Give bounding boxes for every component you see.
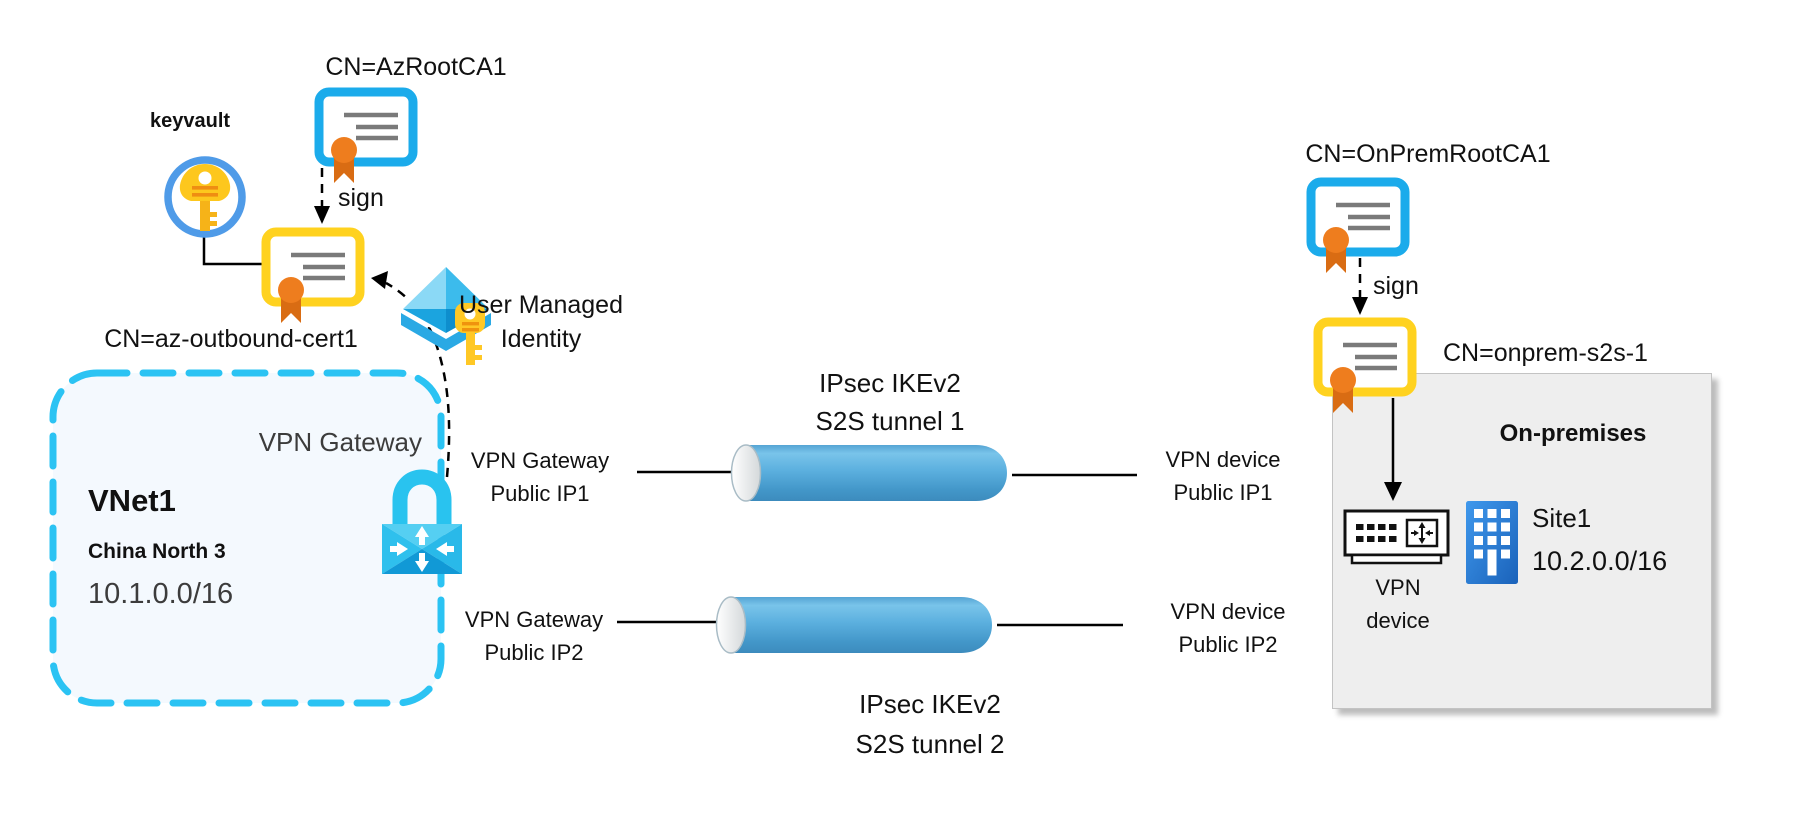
onprem-root-ca-cert-label: CN=OnPremRootCA1 — [1305, 140, 1551, 168]
vnet-address-space: 10.1.0.0/16 — [88, 578, 234, 610]
gateway-public-ip1-label: VPN Gateway Public IP1 — [471, 444, 609, 510]
vnet-gateway-label: VPN Gateway — [258, 427, 422, 457]
tunnel1-line2: S2S tunnel 1 — [815, 406, 965, 436]
device-public-ip2-label: VPN device Public IP2 — [1171, 595, 1286, 661]
az-sign-label: sign — [338, 184, 384, 212]
onprem-s2s-certificate-icon — [1313, 317, 1417, 413]
gateway-ip2-line2: Public IP2 — [484, 640, 584, 665]
az-outbound-cert-label: CN=az-outbound-cert1 — [104, 325, 358, 353]
umi-label-line2: Identity — [500, 325, 582, 353]
keyvault-icon — [164, 156, 246, 238]
device-ip1-line2: Public IP1 — [1173, 480, 1273, 505]
tunnel2-line1: IPsec IKEv2 — [859, 689, 1001, 719]
onprem-sign-label: sign — [1373, 272, 1419, 300]
device-ip2-line1: VPN device — [1170, 599, 1286, 624]
s2s-tunnel-2-icon — [715, 596, 992, 654]
onprem-s2s-cert-label: CN=onprem-s2s-1 — [1443, 339, 1648, 367]
vnet-name: VNet1 — [88, 483, 176, 518]
tunnel1-label: IPsec IKEv2 S2S tunnel 1 — [816, 364, 965, 440]
device-ip1-line1: VPN device — [1165, 447, 1281, 472]
vpn-device-icon — [1343, 509, 1450, 565]
gateway-ip1-line2: Public IP1 — [490, 481, 590, 506]
device-public-ip1-label: VPN device Public IP1 — [1166, 443, 1281, 509]
vpn-device-line1: VPN — [1375, 575, 1421, 600]
user-managed-identity-label: User Managed Identity — [459, 288, 623, 356]
vpn-gateway-icon — [382, 469, 462, 574]
gateway-ip1-line1: VPN Gateway — [470, 448, 610, 473]
keyvault-label: keyvault — [150, 110, 231, 132]
az-sign-arrowhead — [314, 206, 330, 224]
gateway-public-ip2-label: VPN Gateway Public IP2 — [465, 603, 603, 669]
device-ip2-line2: Public IP2 — [1178, 632, 1278, 657]
az-outbound-certificate-icon — [261, 227, 365, 323]
az-root-ca-cert-label: CN=AzRootCA1 — [325, 53, 507, 81]
vpn-device-label: VPN device — [1366, 571, 1430, 637]
vnet-region: China North 3 — [88, 540, 226, 563]
site1-address-space: 10.2.0.0/16 — [1532, 546, 1668, 576]
site1-name: Site1 — [1532, 503, 1592, 533]
onprem-box-title: On-premises — [1499, 420, 1647, 447]
az-root-ca-certificate-icon — [314, 87, 418, 183]
identity-to-cert-arrowhead — [371, 271, 388, 289]
tunnel2-label: IPsec IKEv2 S2S tunnel 2 — [856, 684, 1005, 764]
tunnel1-line1: IPsec IKEv2 — [819, 368, 961, 398]
onprem-root-ca-certificate-icon — [1306, 177, 1410, 273]
onprem-sign-arrowhead — [1352, 297, 1368, 315]
user-managed-identity-icon — [400, 267, 492, 365]
gateway-ip2-line1: VPN Gateway — [464, 607, 604, 632]
tunnel2-line2: S2S tunnel 2 — [855, 729, 1005, 759]
s2s-tunnel-1-icon — [730, 444, 1007, 502]
umi-label-line1: User Managed — [459, 291, 623, 319]
site1-building-icon — [1466, 501, 1518, 584]
vpn-device-line2: device — [1366, 608, 1430, 633]
